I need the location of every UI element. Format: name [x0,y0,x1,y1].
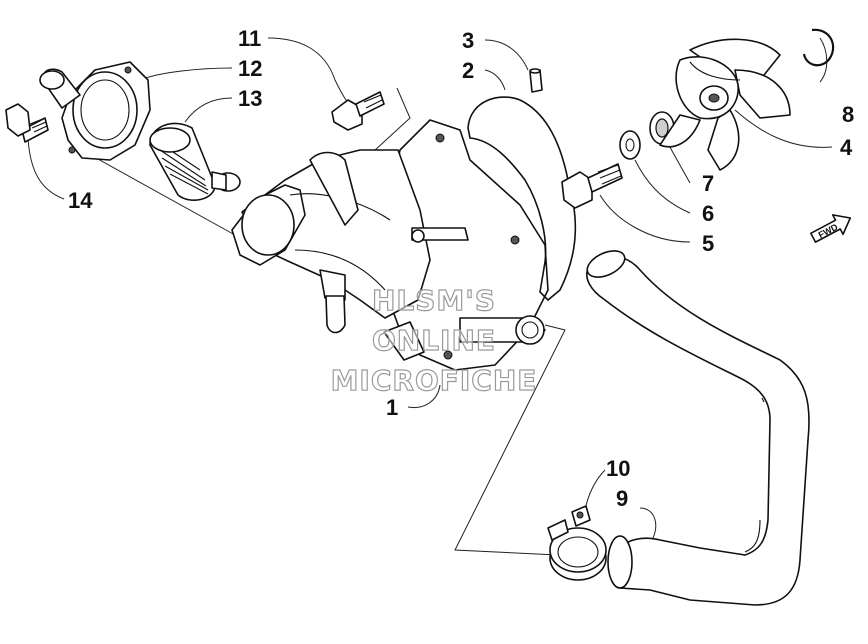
washer-part-6 [619,130,641,160]
watermark-line-3: MICROFICHE [331,364,538,397]
thermostat-part-13 [149,122,241,201]
callout-5: 5 [702,231,714,256]
thermostat-housing-part-12 [39,61,151,161]
callout-4: 4 [840,135,853,160]
callout-3: 3 [462,28,474,53]
callout-12: 12 [238,56,262,81]
coolant-hose-part-9 [586,250,810,606]
watermark: HLSM'S ONLINE MICROFICHE [330,283,538,397]
bolt-part-5 [561,163,623,209]
callout-10: 10 [606,456,630,481]
watermark-line-1: HLSM'S [372,284,496,317]
bolt-part-14 [5,103,49,143]
hose-clamp-part-10 [547,505,607,581]
callout-14: 14 [68,188,93,213]
watermark-line-2: ONLINE [372,324,496,357]
callout-9: 9 [616,486,628,511]
callout-labels: 11 12 13 14 3 2 8 4 7 6 5 1 10 9 [68,26,854,511]
callout-13: 13 [238,86,262,111]
dowel-pin-part-3 [529,68,543,93]
callout-2: 2 [462,58,474,83]
gasket-part-2 [467,96,577,302]
bolt-part-11 [331,91,385,131]
snap-ring-part-8 [802,28,835,67]
callout-8: 8 [842,102,854,127]
callout-1: 1 [386,395,398,420]
callout-7: 7 [702,171,714,196]
impeller-part-4 [659,38,791,171]
forward-arrow-icon: FWD [810,214,852,243]
callout-6: 6 [702,201,714,226]
water-pump-housing-part-1 [231,119,549,371]
callout-11: 11 [238,26,261,51]
